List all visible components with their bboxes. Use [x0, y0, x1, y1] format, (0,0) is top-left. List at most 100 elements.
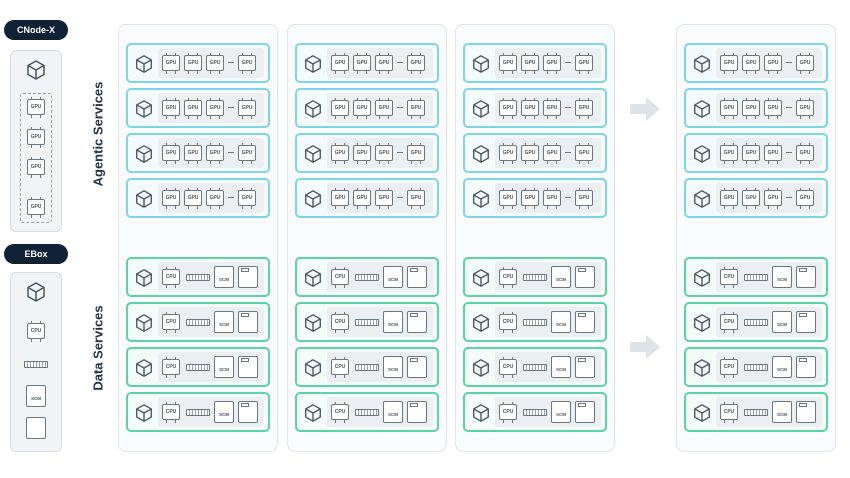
- gpu-chip-icon: GPU: [27, 197, 45, 217]
- gpu-chip-icon: GPU: [375, 53, 393, 73]
- cube-icon: [136, 145, 152, 163]
- gpu-chip-icon: GPU: [27, 97, 45, 117]
- memory-stick-icon: [355, 274, 379, 281]
- ssd-drive-icon: [796, 311, 816, 333]
- ssd-drive-icon: [26, 417, 46, 439]
- scm-drive-icon: SCM: [383, 311, 403, 333]
- ebox-legend: CPU SCM: [10, 272, 62, 452]
- gpu-chip-icon: GPU: [331, 98, 349, 118]
- gpu-chip-icon: GPU: [764, 188, 782, 208]
- cube-icon: [305, 314, 321, 332]
- cube-icon: [473, 269, 489, 287]
- gpu-chip-icon: GPU: [499, 53, 517, 73]
- storage-tray: CPU SCM: [327, 352, 433, 382]
- gpu-chip-icon: GPU: [331, 188, 349, 208]
- gpu-chip-icon: GPU: [720, 143, 738, 163]
- ssd-drive-icon: [575, 356, 595, 378]
- cube-icon: [27, 60, 45, 80]
- scm-drive-icon: SCM: [383, 356, 403, 378]
- gpu-chip-icon: GPU: [742, 188, 760, 208]
- gpu-chip-icon: GPU: [521, 53, 539, 73]
- memory-stick-icon: [744, 319, 768, 326]
- cpu-chip-icon: CPU: [499, 402, 517, 422]
- gpu-chip-icon: GPU: [521, 98, 539, 118]
- gpu-stack: [20, 93, 52, 223]
- gpu-chip-icon: GPU: [184, 53, 202, 73]
- memory-stick-icon: [186, 319, 210, 326]
- cube-icon: [473, 404, 489, 422]
- gpu-chip-icon: GPU: [353, 188, 371, 208]
- scm-drive-icon: SCM: [551, 311, 571, 333]
- gpu-chip-icon: GPU: [375, 143, 393, 163]
- ellipsis-connector: [565, 62, 571, 63]
- memory-stick-icon: [744, 274, 768, 281]
- data-node: CPU SCM: [126, 257, 270, 297]
- ellipsis-connector: [786, 152, 792, 153]
- cube-icon: [27, 282, 45, 302]
- scm-drive-icon: SCM: [383, 266, 403, 288]
- data-node: CPU SCM: [295, 302, 439, 342]
- memory-stick-icon: [744, 409, 768, 416]
- gpu-chip-icon: GPU: [742, 98, 760, 118]
- cpu-chip-icon: CPU: [162, 267, 180, 287]
- memory-stick-icon: [24, 361, 48, 368]
- gpu-chip-icon: GPU: [521, 188, 539, 208]
- gpu-chip-icon: GPU: [162, 98, 180, 118]
- memory-stick-icon: [186, 274, 210, 281]
- cpu-chip-icon: CPU: [331, 357, 349, 377]
- ssd-drive-icon: [796, 356, 816, 378]
- scm-drive-icon: SCM: [214, 266, 234, 288]
- cube-icon: [694, 55, 710, 73]
- scm-drive-icon: SCM: [772, 401, 792, 423]
- gpu-chip-icon: GPU: [162, 53, 180, 73]
- ellipsis-connector: [565, 107, 571, 108]
- gpu-chip-icon: GPU: [796, 188, 814, 208]
- gpu-chip-icon: GPU: [575, 98, 593, 118]
- storage-tray: CPU SCM: [158, 262, 264, 292]
- cpu-chip-icon: CPU: [720, 312, 738, 332]
- gpu-chip-icon: GPU: [720, 53, 738, 73]
- gpu-chip-icon: GPU: [543, 53, 561, 73]
- cube-icon: [694, 145, 710, 163]
- cube-icon: [305, 100, 321, 118]
- cpu-chip-icon: CPU: [720, 357, 738, 377]
- gpu-chip-icon: GPU: [720, 188, 738, 208]
- memory-stick-icon: [355, 319, 379, 326]
- gpu-chip-icon: GPU: [499, 98, 517, 118]
- cnode-x-pill: CNode-X: [4, 20, 68, 40]
- scm-drive-icon: SCM: [214, 311, 234, 333]
- gpu-chip-icon: GPU: [375, 98, 393, 118]
- cpu-chip-icon: CPU: [331, 312, 349, 332]
- gpu-chip-icon: GPU: [27, 157, 45, 177]
- ellipsis-connector: [228, 152, 234, 153]
- gpu-chip-icon: GPU: [796, 143, 814, 163]
